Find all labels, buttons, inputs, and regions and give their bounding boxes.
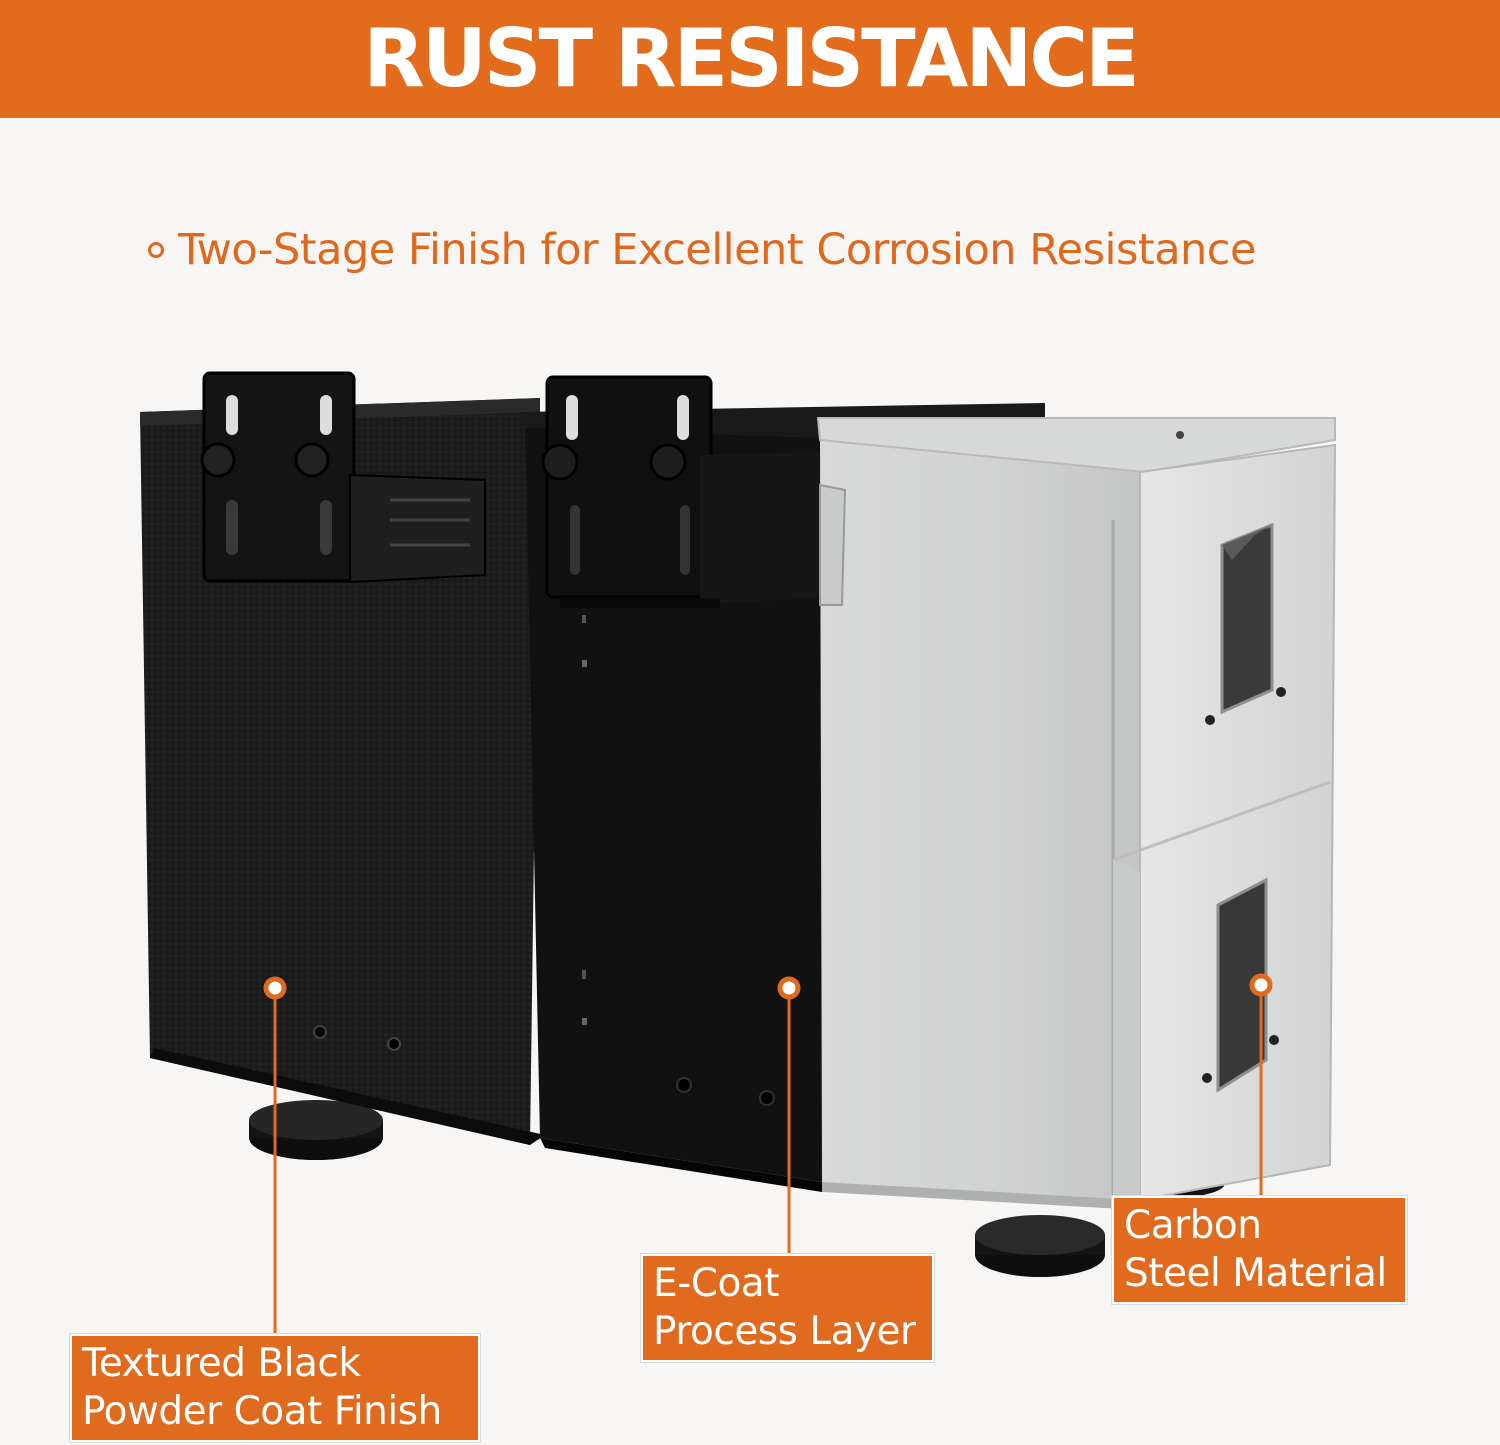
subtitle: Two-Stage Finish for Excellent Corrosion… <box>148 222 1256 278</box>
foot-right <box>975 1215 1105 1277</box>
callout-ecoat: E-Coat Process Layer <box>641 1254 934 1362</box>
callout-powder-line1: Textured Black <box>82 1341 361 1386</box>
ecoat-section <box>520 375 1045 1192</box>
callout-steel-line2: Steel Material <box>1124 1251 1387 1296</box>
callout-powder-coat: Textured Black Powder Coat Finish <box>70 1334 480 1442</box>
callout-ecoat-line2: Process Layer <box>653 1309 916 1354</box>
callout-steel-line1: Carbon <box>1124 1203 1262 1248</box>
steel-section <box>816 417 1337 1210</box>
foot-left <box>249 1100 383 1160</box>
callout-leader-ecoat <box>777 976 801 1255</box>
subtitle-text: Two-Stage Finish for Excellent Corrosion… <box>178 225 1256 275</box>
callout-leader-steel <box>1249 973 1273 1198</box>
bullet-icon <box>148 242 164 258</box>
callout-steel: Carbon Steel Material <box>1112 1196 1407 1304</box>
callout-ecoat-line1: E-Coat <box>653 1261 780 1306</box>
callout-powder-line2: Powder Coat Finish <box>82 1389 442 1434</box>
callout-leader-powder <box>263 976 287 1335</box>
page-title: RUST RESISTANCE <box>363 12 1139 105</box>
header-banner: RUST RESISTANCE <box>0 0 1500 118</box>
powder-coat-section <box>140 371 545 1145</box>
